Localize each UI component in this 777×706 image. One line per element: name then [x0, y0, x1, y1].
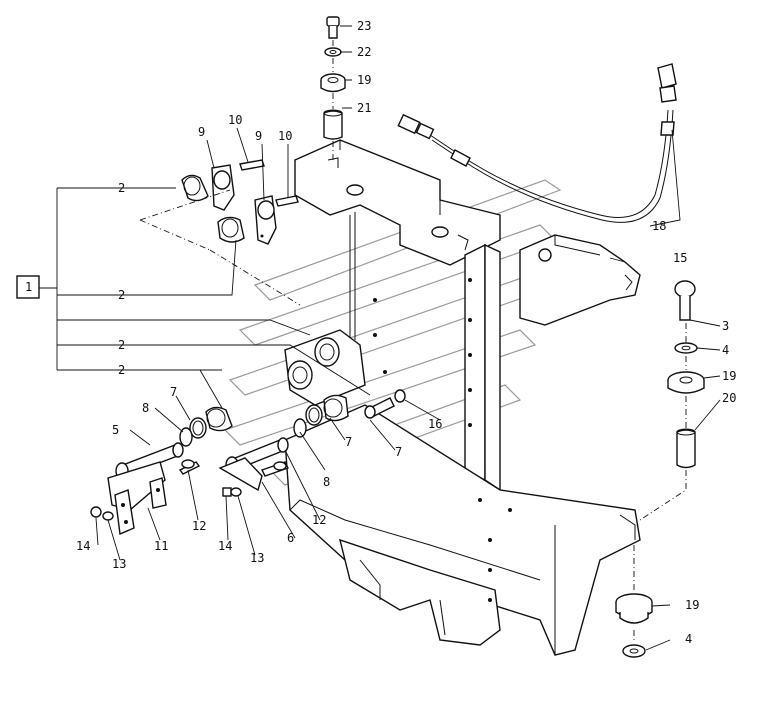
linkage-right — [218, 437, 289, 497]
callout-8-right: 8 — [323, 475, 330, 489]
callout-9-left: 9 — [198, 125, 205, 139]
electrical-cable — [397, 63, 677, 223]
callout-2-a: 2 — [118, 181, 125, 195]
callout-21: 21 — [357, 101, 371, 115]
callout-12-left: 12 — [192, 519, 206, 533]
top-mount-stack — [320, 16, 346, 160]
callout-3: 3 — [722, 319, 729, 333]
callout-5: 5 — [112, 423, 119, 437]
callout-7-mid: 7 — [345, 435, 352, 449]
callout-4-bottom: 4 — [685, 632, 692, 646]
bushes-and-seals — [179, 389, 406, 447]
callout-2-c: 2 — [118, 338, 125, 352]
callout-13-left: 13 — [112, 557, 126, 571]
callout-6: 6 — [287, 531, 294, 545]
callout-7-right: 7 — [395, 445, 402, 459]
callout-10-left: 10 — [228, 113, 242, 127]
callout-4-right: 4 — [722, 343, 729, 357]
callout-19-right: 19 — [722, 369, 736, 383]
bush-bracket-group-upper — [139, 159, 301, 306]
callout-2-d: 2 — [118, 363, 125, 377]
main-frame-bracket — [284, 139, 641, 656]
pivot-block — [284, 329, 366, 406]
callout-14-left: 14 — [76, 539, 90, 553]
callout-22: 22 — [357, 45, 371, 59]
reference-box-label: 1 — [25, 280, 32, 294]
callout-12-right: 12 — [312, 513, 326, 527]
callout-9-right: 9 — [255, 129, 262, 143]
callout-20: 20 — [722, 391, 736, 405]
callout-13-right: 13 — [250, 551, 264, 565]
callout-16: 16 — [428, 417, 442, 431]
callout-labels: 23 22 19 21 9 10 9 10 2 2 2 2 18 15 3 4 … — [25, 19, 736, 646]
callout-15: 15 — [673, 251, 687, 265]
callout-19-top: 19 — [357, 73, 371, 87]
side-plate — [519, 234, 641, 326]
bottom-mount-stack — [615, 545, 653, 658]
callout-7-left: 7 — [170, 385, 177, 399]
callout-2-b: 2 — [118, 288, 125, 302]
right-mount-stack — [639, 280, 705, 521]
callout-23: 23 — [357, 19, 371, 33]
callout-14-right: 14 — [218, 539, 232, 553]
callout-10-right: 10 — [278, 129, 292, 143]
callout-18: 18 — [652, 219, 666, 233]
callout-11: 11 — [154, 539, 168, 553]
leader-lines — [95, 25, 721, 651]
callout-19-bottom: 19 — [685, 598, 699, 612]
callout-8-left: 8 — [142, 401, 149, 415]
linkage-left — [90, 442, 201, 536]
